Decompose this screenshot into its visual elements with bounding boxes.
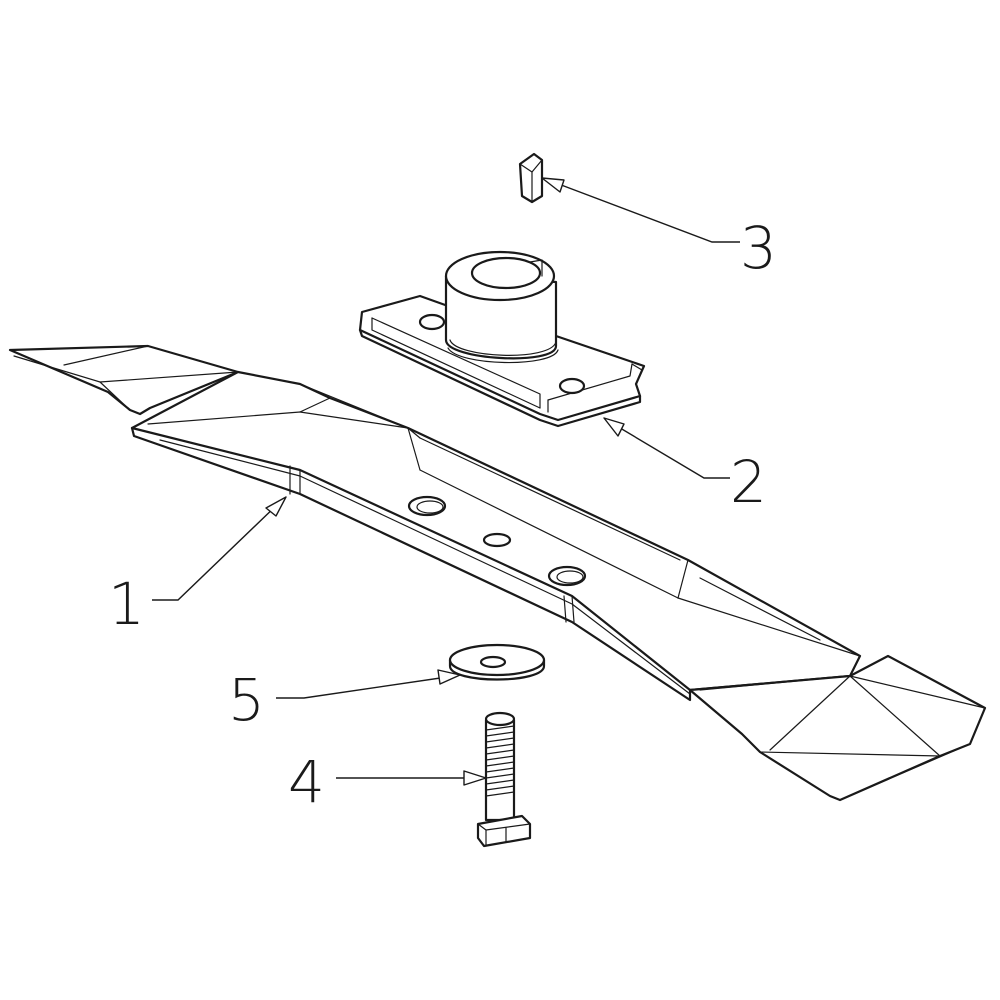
washer-part bbox=[448, 643, 546, 681]
blade-part bbox=[8, 344, 987, 802]
leader-line-4 bbox=[336, 770, 487, 786]
key-part bbox=[518, 152, 544, 204]
callout-3: 3 bbox=[740, 214, 777, 282]
leader-line-1 bbox=[152, 496, 287, 601]
leader-line-2 bbox=[603, 417, 730, 479]
blade-holder-part bbox=[358, 250, 646, 428]
callout-4: 4 bbox=[288, 748, 325, 816]
leader-line-5 bbox=[276, 669, 461, 699]
bolt-part bbox=[476, 711, 532, 848]
callout-2: 2 bbox=[730, 448, 767, 516]
callout-5: 5 bbox=[228, 666, 265, 734]
callout-1: 1 bbox=[108, 570, 145, 638]
leader-line-3 bbox=[541, 177, 740, 243]
